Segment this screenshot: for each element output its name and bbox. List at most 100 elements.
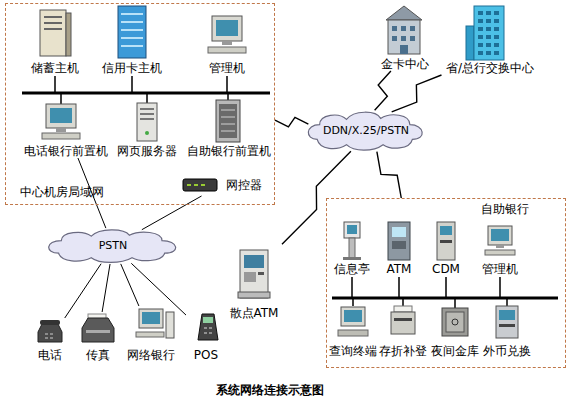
exchange-machine xyxy=(496,306,518,338)
keyboard xyxy=(338,330,368,336)
credit-host xyxy=(118,6,146,58)
pc-tower xyxy=(166,312,174,338)
cash-slot xyxy=(499,324,515,327)
kiosk-base xyxy=(343,257,361,260)
device-node: CDM xyxy=(426,216,466,276)
printer-body xyxy=(391,312,415,334)
building-windows xyxy=(392,26,415,41)
group-box: 中心机房局域网储蓄主机信用卡主机管理机电话银行前置机网页服务器自助银行前置机网控… xyxy=(5,3,275,205)
node-label: 查询终端 xyxy=(329,344,377,358)
drive-bays xyxy=(140,109,154,119)
node-label: ATM xyxy=(387,262,412,276)
host-tower xyxy=(40,10,66,56)
node-label: 省/总行交换中心 xyxy=(446,61,534,75)
phone-line xyxy=(121,264,139,306)
screen xyxy=(347,225,357,234)
phone-line xyxy=(102,264,110,312)
wan-link xyxy=(377,152,401,198)
node-label: 电话 xyxy=(38,348,62,362)
building xyxy=(474,6,504,60)
device-node: 管理机 xyxy=(195,5,259,75)
building-wing xyxy=(466,26,474,60)
safe-dial xyxy=(452,319,458,325)
node-label: 网络银行 xyxy=(127,348,175,362)
node-label: PSTN xyxy=(99,239,128,253)
phone-keys xyxy=(45,334,53,338)
monitor xyxy=(212,16,242,41)
building-roof xyxy=(386,6,422,20)
device-node: ATM xyxy=(378,216,420,276)
kiosk-head xyxy=(344,222,360,238)
bus-drop xyxy=(55,76,228,104)
device-node: 电话 xyxy=(30,318,70,362)
network-cloud: PSTN xyxy=(45,228,181,264)
fax-panel xyxy=(86,330,110,333)
wan-link xyxy=(392,75,442,112)
node-label: 网控器 xyxy=(226,178,262,192)
device-node: POS xyxy=(186,306,226,362)
device-node: 网控器 xyxy=(180,174,262,196)
screen xyxy=(142,312,160,324)
safe-body xyxy=(442,308,468,336)
wan-link xyxy=(375,71,391,110)
node-label: 自助银行前置机 xyxy=(187,144,271,158)
passbook xyxy=(394,306,412,312)
node-label: 管理机 xyxy=(482,262,518,276)
device-node: 自助银行前置机 xyxy=(184,98,274,158)
server-tower xyxy=(137,103,157,141)
kiosk-stand xyxy=(349,238,355,258)
rack-slots xyxy=(221,110,235,131)
modem-box xyxy=(183,179,217,191)
lan-bus xyxy=(332,297,558,300)
host-side xyxy=(66,13,71,56)
cash-slot xyxy=(440,240,452,243)
device-node: 金卡中心 xyxy=(375,3,435,71)
node-label: 金卡中心 xyxy=(381,57,429,71)
server-rack xyxy=(216,100,240,142)
monitor xyxy=(139,309,163,328)
diagram-caption: 系统网络连接示意图 xyxy=(0,382,540,399)
wan-link xyxy=(275,117,308,126)
monitor-stand xyxy=(496,245,504,248)
group-box: 自助银行信息亭ATMCDM管理机查询终端存折补登夜间金库外币兑换 xyxy=(326,198,566,368)
node-label: 外币兑换 xyxy=(483,344,531,358)
screen xyxy=(344,310,362,322)
atm-body xyxy=(388,222,410,260)
phone-body xyxy=(38,324,62,342)
card-slot xyxy=(258,272,264,275)
atm-keypad xyxy=(244,272,256,282)
device-node: 外币兑换 xyxy=(481,302,533,358)
lan-bus xyxy=(22,92,270,95)
node-label: 管理机 xyxy=(209,61,245,75)
device-node: 夜间金库 xyxy=(429,302,481,358)
node-label: 散点ATM xyxy=(230,306,279,320)
host-slots xyxy=(121,14,143,46)
printer-slot xyxy=(394,318,412,321)
cloud-outline xyxy=(308,112,422,150)
atm-screen xyxy=(392,227,406,237)
node-label: DDN/X.25/PSTN xyxy=(323,124,409,138)
keyboard xyxy=(136,332,164,337)
device-node: 储蓄主机 xyxy=(25,5,85,75)
building-windows xyxy=(478,11,499,55)
screen xyxy=(499,310,515,320)
device-node: 信息亭 xyxy=(330,216,374,276)
power-light xyxy=(145,131,149,135)
node-label: 信用卡主机 xyxy=(102,61,162,75)
node-label: 中心机房局域网 xyxy=(20,185,104,199)
cdm-body xyxy=(437,222,455,260)
keyboard xyxy=(485,250,515,255)
device-node: 散点ATM xyxy=(226,244,282,320)
network-cloud: DDN/X.25/PSTN xyxy=(305,110,427,152)
host-slots xyxy=(44,17,62,29)
atm-base xyxy=(238,292,270,298)
cloud-outline xyxy=(49,230,176,263)
bus-drop xyxy=(352,277,507,308)
phone-line xyxy=(131,263,186,315)
building-door xyxy=(400,45,408,54)
device-node: 存折补登 xyxy=(378,302,428,358)
atm-body xyxy=(240,250,268,298)
fax-body xyxy=(82,318,114,342)
